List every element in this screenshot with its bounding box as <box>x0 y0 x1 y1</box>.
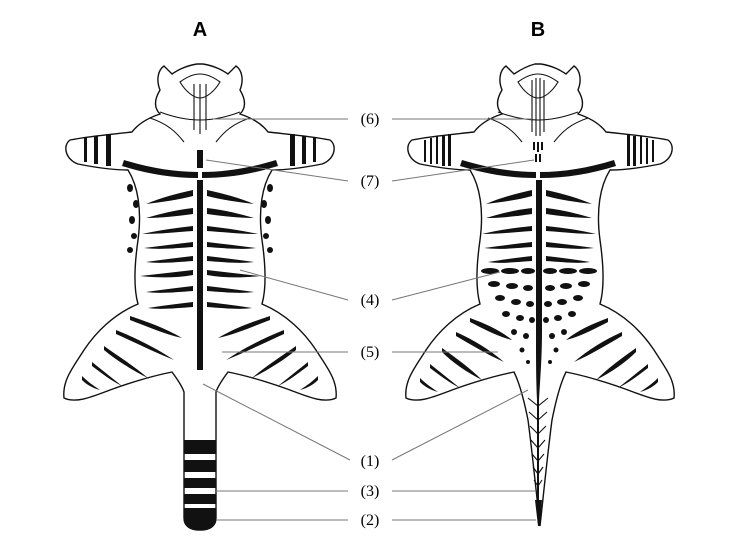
leader-1-right <box>391 389 529 461</box>
leader-7-right <box>391 159 535 182</box>
pelt-a-neck-dash <box>197 150 203 168</box>
pelt-a-forehead-lines <box>193 84 207 134</box>
label-3: (3) <box>361 483 380 500</box>
pelt-a-body-stripes <box>140 190 260 309</box>
pelt-b-collar-right <box>540 160 616 178</box>
pelt-b-tail-chevrons <box>527 396 549 526</box>
pelt-a-dorsal-line <box>197 180 203 370</box>
pelt-a-foreleg-stripe <box>84 138 87 162</box>
pelt-a-foreleg-stripe <box>94 136 98 164</box>
leader-7-left <box>205 159 349 182</box>
label-5: (5) <box>361 344 380 361</box>
pelt-a-collar-right <box>202 160 278 178</box>
pelt-b-hindleg-stripes <box>420 318 658 392</box>
pelt-a-foreleg-stripe <box>106 134 111 166</box>
pelt-b <box>405 63 675 527</box>
callout-labels: (6) (7) (4) (5) (1) (3) (2) <box>361 111 380 529</box>
pelt-a-tail-tip <box>184 508 216 530</box>
pelt-a-collar-left <box>122 160 198 178</box>
leader-4-right <box>391 271 501 301</box>
pelt-a-flank-spots <box>127 184 273 253</box>
pelt-a-neck-folds <box>149 117 251 143</box>
label-6: (6) <box>361 111 380 128</box>
pelt-a <box>63 63 337 531</box>
leader-4-left <box>239 269 349 301</box>
label-7: (7) <box>361 173 380 190</box>
label-2: (2) <box>361 512 380 529</box>
pelt-b-collar-left <box>460 160 536 178</box>
pelt-a-foreleg-stripe <box>313 138 316 162</box>
pelt-b-dorsal-line <box>536 180 542 400</box>
pelt-a-tail-rings <box>184 440 216 530</box>
panel-a-title: A <box>193 19 207 41</box>
panel-b-title: B <box>531 19 545 41</box>
pelt-b-neck-folds <box>487 117 589 143</box>
pelt-b-jaw-line <box>497 111 579 121</box>
pelt-a-hindleg-stripes <box>82 316 318 390</box>
pelt-a-foreleg-stripe <box>302 136 306 164</box>
pelt-a-jaw-line <box>159 111 241 121</box>
pelt-b-forehead-lines <box>531 78 545 136</box>
pelt-b-foreleg-stripes <box>424 134 654 166</box>
label-1: (1) <box>361 453 380 470</box>
leader-1-left <box>202 383 351 461</box>
pelt-b-body-stripes <box>481 190 597 274</box>
pelt-b-tail-tip <box>535 500 542 526</box>
pelt-b-neck-dashes <box>533 142 543 162</box>
leader-lines <box>202 118 536 521</box>
pelt-b-belly-spots <box>488 281 590 364</box>
label-4: (4) <box>361 292 380 309</box>
pelt-a-foreleg-stripe <box>290 134 295 166</box>
